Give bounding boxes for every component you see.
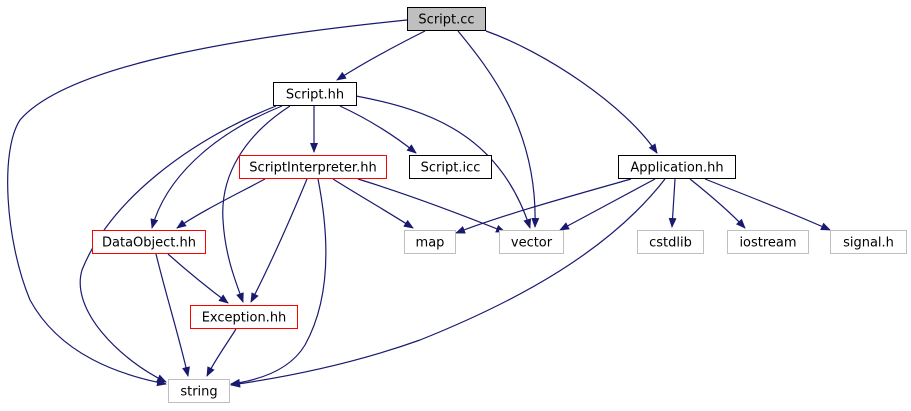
node-application-hh[interactable]: Application.hh: [618, 155, 736, 179]
node-label: DataObject.hh: [102, 236, 196, 251]
node-label: Script.hh: [286, 88, 344, 103]
node-cstdlib[interactable]: cstdlib: [637, 230, 704, 254]
node-box: [168, 379, 230, 403]
edge-dataobject-hh-to-string: [155, 253, 190, 377]
edge-script-interpreter-hh-to-map: [332, 178, 414, 229]
edge-application-hh-to-vector: [559, 178, 656, 231]
node-label: map: [416, 236, 445, 251]
edge-script-cc-to-script-hh: [336, 30, 426, 81]
node-dataobject-hh[interactable]: DataObject.hh: [92, 230, 206, 254]
edge-script-cc-to-application-hh: [485, 30, 658, 154]
node-label: iostream: [739, 236, 796, 251]
node-box: [727, 230, 809, 254]
edge-script-interpreter-hh-to-string: [230, 178, 327, 387]
node-signal-h[interactable]: signal.h: [830, 230, 907, 254]
node-script-icc[interactable]: Script.icc: [409, 155, 492, 179]
edge-application-hh-to-signal-h: [704, 178, 831, 231]
node-box: [273, 82, 357, 106]
edge-script-cc-to-string: [7, 19, 408, 387]
node-label: vector: [511, 236, 553, 251]
node-box: [239, 155, 387, 179]
edge-application-hh-to-string: [230, 178, 666, 388]
edge-script-cc-to-vector: [457, 30, 540, 228]
node-box: [618, 155, 736, 179]
node-label: cstdlib: [649, 236, 692, 251]
edge-script-hh-to-vector: [355, 95, 532, 229]
node-label: Script.cc: [418, 13, 474, 28]
node-box: [407, 7, 486, 31]
edge-script-hh-to-exception-hh: [222, 105, 291, 303]
node-label: Application.hh: [630, 161, 723, 176]
node-box: [830, 230, 907, 254]
node-box: [409, 155, 492, 179]
edge-script-hh-to-string: [79, 105, 277, 383]
node-label: Exception.hh: [202, 311, 287, 326]
node-box: [190, 305, 298, 329]
node-scriptinterpreter-hh[interactable]: ScriptInterpreter.hh: [239, 155, 387, 179]
node-vector[interactable]: vector: [499, 230, 564, 254]
node-script-hh[interactable]: Script.hh: [273, 82, 357, 106]
node-label: ScriptInterpreter.hh: [249, 161, 376, 176]
edge-exception-hh-to-string: [206, 328, 237, 377]
edge-script-hh-to-dataobject-hh: [150, 105, 283, 229]
node-label: string: [180, 385, 217, 400]
edge-script-interpreter-hh-to-dataobject-hh: [176, 178, 266, 229]
node-string[interactable]: string: [168, 379, 230, 403]
node-script-cc[interactable]: Script.cc: [407, 7, 486, 31]
node-label: Script.icc: [421, 161, 481, 176]
node-box: [499, 230, 564, 254]
node-iostream[interactable]: iostream: [727, 230, 809, 254]
node-box: [637, 230, 704, 254]
edge-script-interpreter-hh-to-vector: [357, 178, 506, 233]
node-map[interactable]: map: [404, 230, 456, 254]
edge-script-hh-to-script-icc: [339, 105, 417, 154]
edge-dataobject-hh-to-exception-hh: [167, 253, 229, 304]
node-box: [92, 230, 206, 254]
edge-script-interpreter-hh-to-exception-hh: [250, 178, 308, 303]
edge-application-hh-to-iostream: [689, 178, 746, 229]
edge-application-hh-to-cstdlib: [668, 178, 677, 228]
node-box: [404, 230, 456, 254]
node-exception-hh[interactable]: Exception.hh: [190, 305, 298, 329]
node-label: signal.h: [843, 236, 894, 251]
edges-layer: [7, 19, 831, 388]
edge-application-hh-to-map: [455, 178, 632, 234]
